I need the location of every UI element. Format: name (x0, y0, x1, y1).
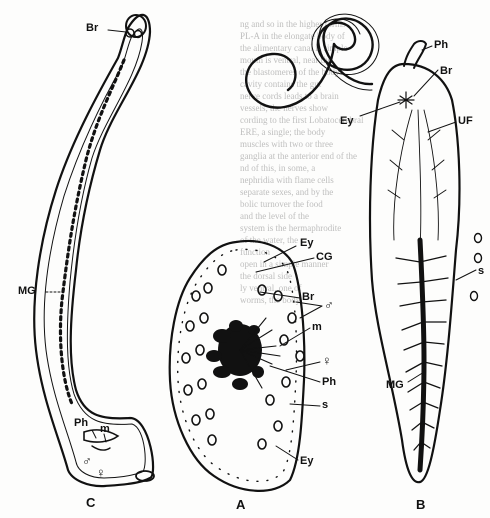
label-a-ey-lower: Ey (300, 456, 313, 467)
leader-a-male (296, 302, 322, 318)
panel-label-b: B (416, 498, 425, 511)
worm-b-body (370, 64, 459, 482)
label-b-s: s (478, 266, 484, 277)
panel-label-a: A (236, 498, 245, 511)
leader-a-br (260, 292, 300, 298)
leader-a-s (290, 404, 320, 406)
worm-b (246, 14, 481, 482)
brain-b (398, 92, 414, 108)
label-c-male: ♂ (82, 454, 92, 467)
label-b-uf: UF (458, 116, 473, 127)
leader-b-ey (360, 102, 400, 116)
leader-a-female (286, 362, 320, 370)
label-a-male: ♂ (324, 298, 334, 311)
leader-b-s (456, 270, 476, 280)
leader-a-m (280, 328, 310, 346)
label-a-cg: CG (316, 252, 333, 263)
coiled-tube-b (246, 19, 372, 108)
label-c-female: ♀ (96, 466, 106, 479)
label-a-br: Br (302, 292, 314, 303)
worm-c-outer-edge (34, 15, 153, 486)
leader-c-ph (92, 430, 96, 438)
leader-c-br (108, 30, 126, 32)
label-a-s: s (322, 400, 328, 411)
leader-a-ey2 (276, 446, 298, 460)
label-b-ey: Ey (340, 116, 353, 127)
label-a-m: m (312, 322, 322, 333)
label-c-br: Br (86, 23, 98, 34)
label-b-ph: Ph (434, 40, 448, 51)
worm-c (34, 15, 154, 486)
worm-c-inner-edge (44, 29, 145, 478)
leader-b-br (414, 70, 438, 96)
label-a-female: ♀ (322, 354, 332, 367)
panel-label-c: C (86, 496, 95, 509)
gonopore-c (92, 446, 110, 450)
midgut-b (420, 240, 424, 470)
leader-a-cg (256, 258, 314, 272)
label-c-ph: Ph (74, 418, 88, 429)
label-c-m: m (100, 424, 110, 435)
label-c-mg: MG (18, 286, 36, 297)
label-b-br: Br (440, 66, 452, 77)
leader-b-uf (428, 122, 456, 132)
label-a-ey: Ey (300, 238, 313, 249)
label-a-ph: Ph (322, 377, 336, 388)
gut-branches-b (388, 110, 446, 250)
leader-a-ph (270, 366, 320, 382)
label-b-mg: MG (386, 380, 404, 391)
worm-a (170, 241, 322, 491)
